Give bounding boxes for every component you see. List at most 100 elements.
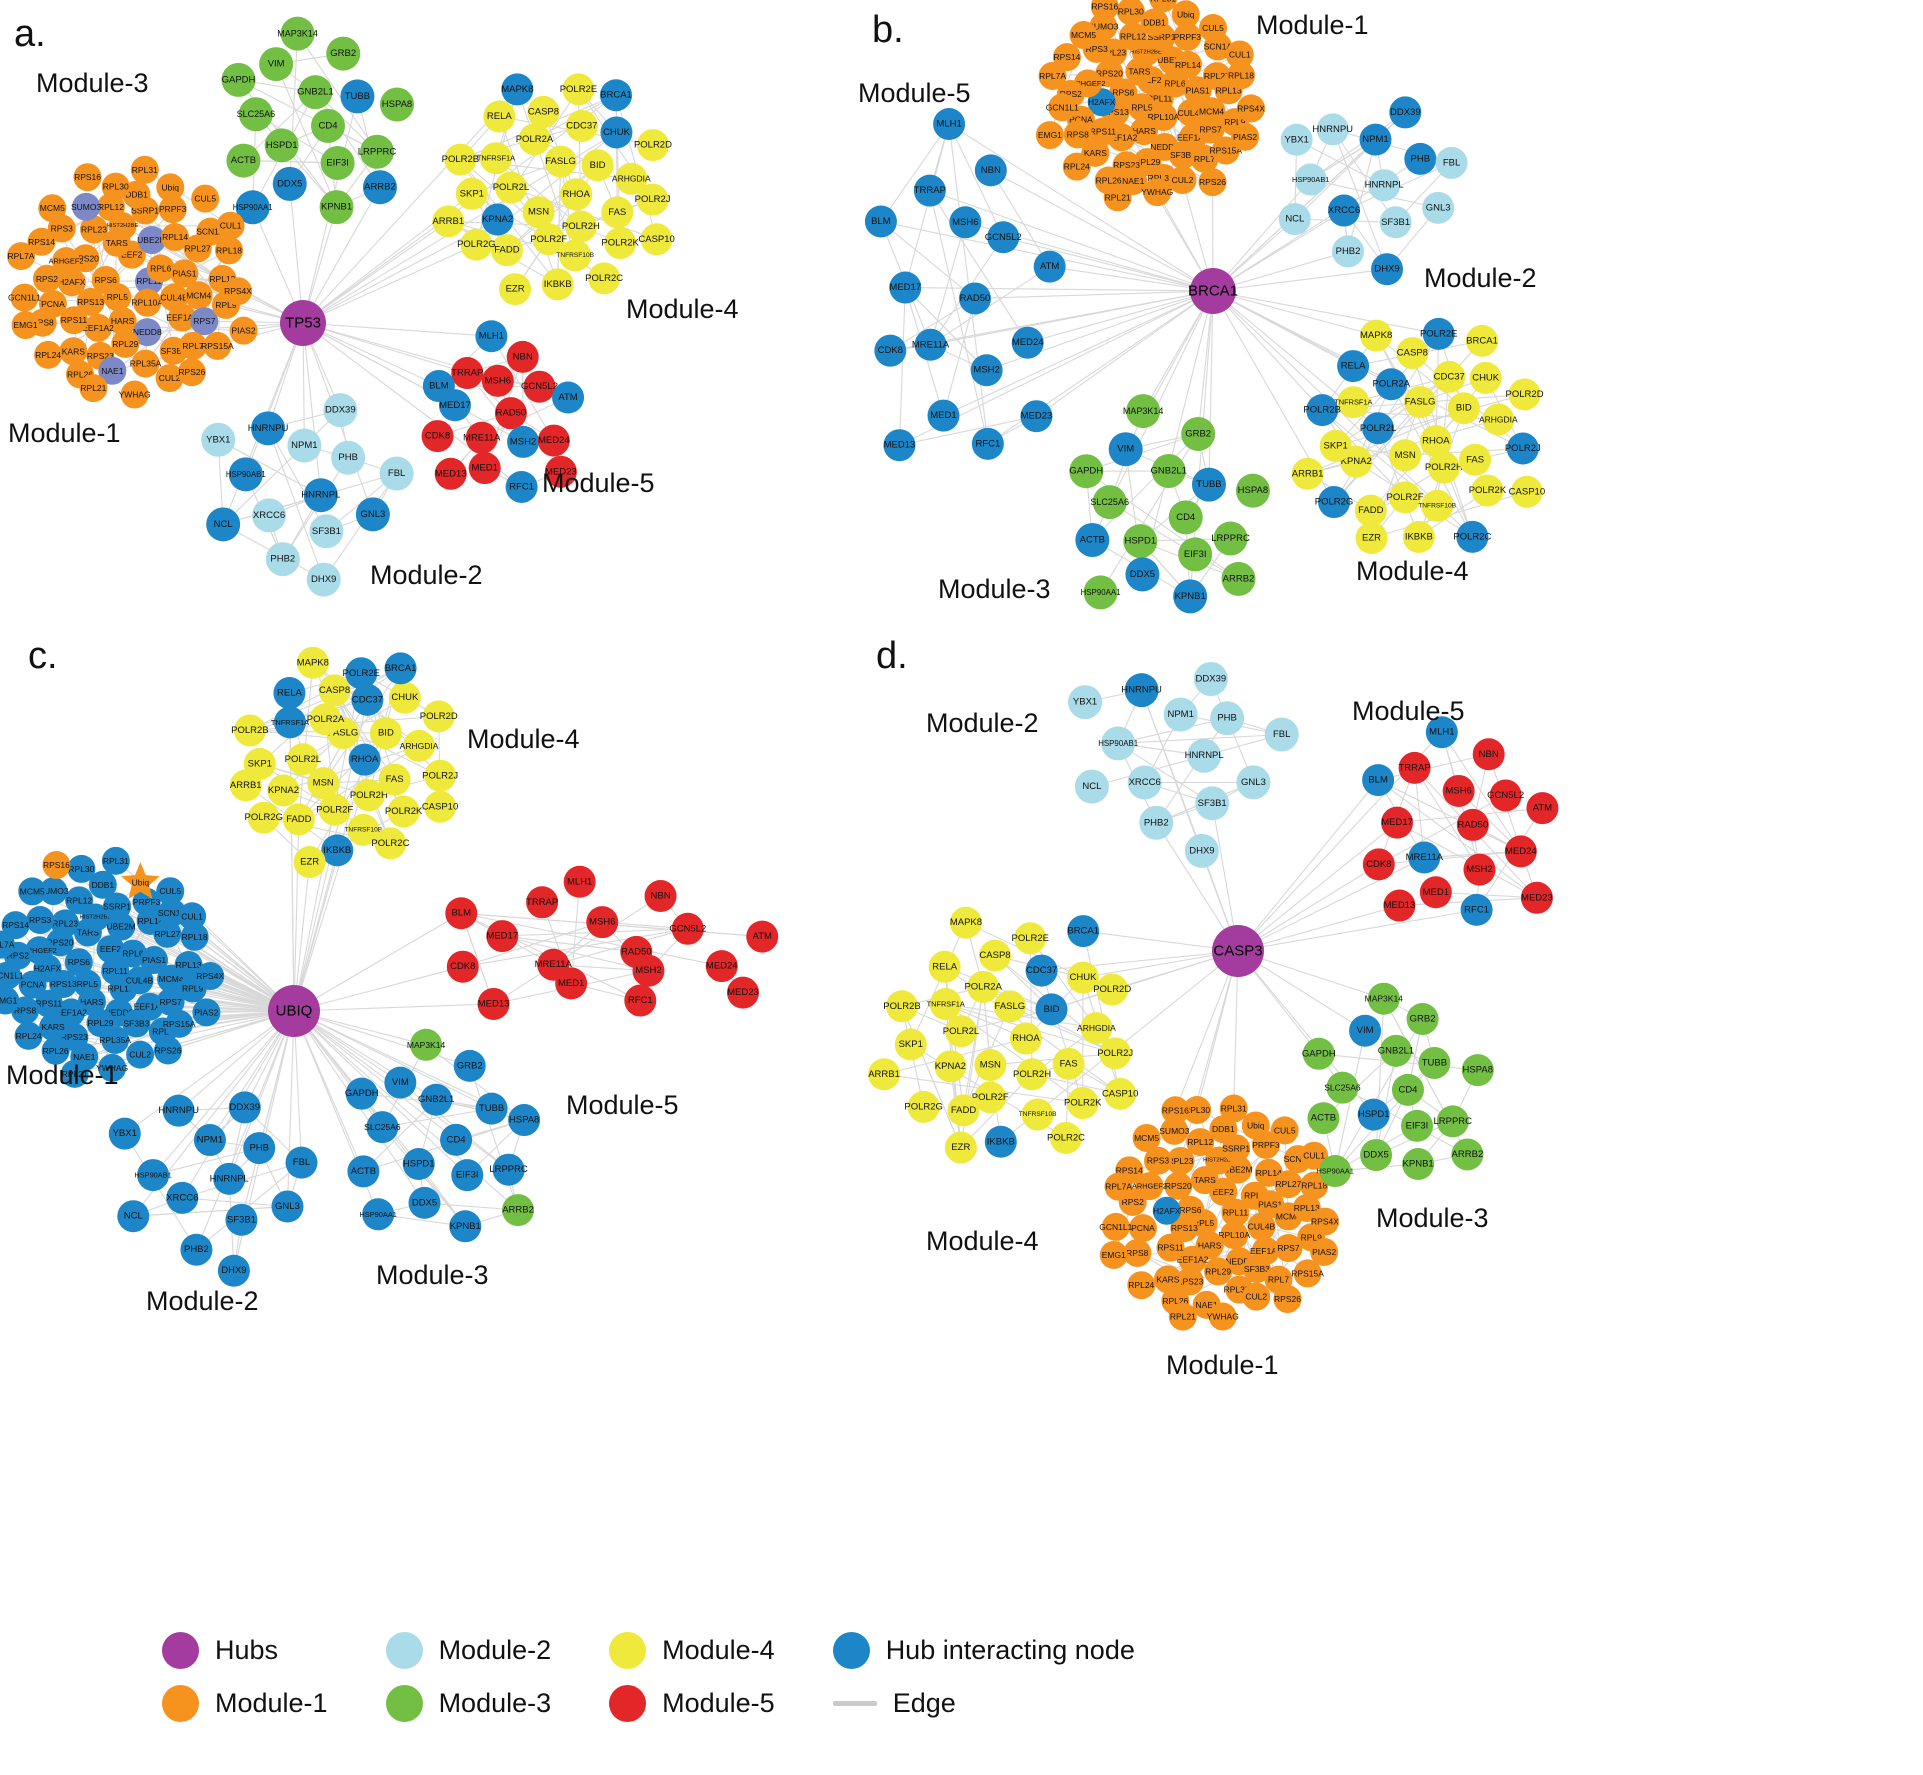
gene-node[interactable] <box>1191 467 1226 502</box>
gene-node[interactable] <box>102 892 131 921</box>
gene-node[interactable] <box>1104 1172 1133 1201</box>
gene-node[interactable] <box>565 109 598 142</box>
gene-node[interactable] <box>213 1162 246 1195</box>
gene-node[interactable] <box>225 1203 258 1236</box>
gene-node[interactable] <box>481 203 514 236</box>
gene-node[interactable] <box>929 988 962 1021</box>
gene-node[interactable] <box>101 1025 130 1054</box>
gene-node[interactable] <box>421 420 454 453</box>
gene-node[interactable] <box>362 170 397 205</box>
gene-node[interactable] <box>77 987 106 1016</box>
gene-node[interactable] <box>125 966 154 995</box>
gene-node[interactable] <box>296 646 329 679</box>
gene-node[interactable] <box>1302 1037 1335 1070</box>
gene-node[interactable] <box>465 421 498 454</box>
gene-node[interactable] <box>310 108 345 143</box>
gene-node[interactable] <box>402 1148 435 1181</box>
gene-node[interactable] <box>1280 123 1313 156</box>
gene-node[interactable] <box>362 1198 395 1231</box>
gene-node[interactable] <box>132 887 161 916</box>
gene-node[interactable] <box>184 281 213 310</box>
gene-node[interactable] <box>298 75 333 110</box>
gene-node[interactable] <box>1196 115 1225 144</box>
gene-node[interactable] <box>1294 163 1327 196</box>
gene-node[interactable] <box>492 1153 525 1186</box>
gene-node[interactable] <box>505 470 538 503</box>
gene-node[interactable] <box>378 763 411 796</box>
gene-node[interactable] <box>1067 915 1100 948</box>
gene-node[interactable] <box>1153 1265 1182 1294</box>
gene-node[interactable] <box>424 790 457 823</box>
gene-node[interactable] <box>1021 1098 1054 1131</box>
gene-node[interactable] <box>508 1104 541 1137</box>
gene-node[interactable] <box>480 142 513 175</box>
gene-node[interactable] <box>216 211 245 240</box>
gene-node[interactable] <box>449 1210 482 1243</box>
gene-node[interactable] <box>193 1124 226 1157</box>
gene-node[interactable] <box>1063 120 1092 149</box>
gene-node[interactable] <box>624 984 657 1017</box>
gene-node[interactable] <box>1319 429 1352 462</box>
gene-node[interactable] <box>615 162 648 195</box>
gene-node[interactable] <box>96 935 125 964</box>
gene-node[interactable] <box>1293 1259 1322 1288</box>
gene-node[interactable] <box>993 990 1026 1023</box>
gene-node[interactable] <box>42 851 71 880</box>
gene-node[interactable] <box>1318 486 1351 519</box>
gene-node[interactable] <box>527 95 560 128</box>
gene-node[interactable] <box>1520 881 1553 914</box>
gene-node[interactable] <box>1038 61 1067 90</box>
gene-node[interactable] <box>403 729 436 762</box>
gene-node[interactable] <box>153 1036 182 1065</box>
gene-node[interactable] <box>1237 94 1266 123</box>
gene-node[interactable] <box>379 87 414 122</box>
gene-node[interactable] <box>408 1186 441 1219</box>
gene-node[interactable] <box>345 1077 378 1110</box>
gene-node[interactable] <box>518 123 551 156</box>
gene-node[interactable] <box>1433 360 1466 393</box>
gene-node[interactable] <box>933 108 966 141</box>
gene-node[interactable] <box>1349 1014 1382 1047</box>
gene-node[interactable] <box>555 967 588 1000</box>
gene-node[interactable] <box>984 1125 1017 1158</box>
gene-node[interactable] <box>949 906 982 939</box>
gene-node[interactable] <box>39 1013 68 1042</box>
gene-node[interactable] <box>1181 416 1216 451</box>
gene-node[interactable] <box>347 813 380 846</box>
gene-node[interactable] <box>1357 1098 1390 1131</box>
gene-node[interactable] <box>1101 726 1136 761</box>
gene-node[interactable] <box>272 166 307 201</box>
gene-node[interactable] <box>1510 475 1543 508</box>
gene-node[interactable] <box>894 1028 927 1061</box>
gene-node[interactable] <box>1220 1221 1249 1250</box>
gene-node[interactable] <box>60 1059 89 1088</box>
gene-node[interactable] <box>319 190 354 225</box>
gene-node[interactable] <box>1101 1212 1130 1241</box>
gene-node[interactable] <box>502 1194 535 1227</box>
gene-node[interactable] <box>1391 1073 1424 1106</box>
gene-node[interactable] <box>1422 317 1455 350</box>
gene-node[interactable] <box>460 228 493 261</box>
gene-node[interactable] <box>494 397 527 430</box>
gene-node[interactable] <box>170 259 199 288</box>
gene-node[interactable] <box>91 265 120 294</box>
gene-node[interactable] <box>1156 1233 1185 1262</box>
gene-node[interactable] <box>979 939 1012 972</box>
gene-node[interactable] <box>1362 848 1395 881</box>
gene-node[interactable] <box>1126 394 1161 429</box>
gene-node[interactable] <box>1442 774 1475 807</box>
gene-node[interactable] <box>217 1254 250 1287</box>
gene-node[interactable] <box>84 313 113 342</box>
gene-node[interactable] <box>280 16 315 51</box>
gene-node[interactable] <box>156 877 185 906</box>
gene-node[interactable] <box>1123 1238 1152 1267</box>
gene-node[interactable] <box>271 1190 304 1223</box>
gene-node[interactable] <box>130 155 159 184</box>
gene-node[interactable] <box>1049 1122 1082 1155</box>
gene-node[interactable] <box>934 1050 967 1083</box>
gene-node[interactable] <box>273 706 306 739</box>
gene-node[interactable] <box>913 174 946 207</box>
gene-node[interactable] <box>868 1058 901 1091</box>
gene-node[interactable] <box>1083 575 1118 610</box>
gene-node[interactable] <box>1242 1255 1271 1284</box>
